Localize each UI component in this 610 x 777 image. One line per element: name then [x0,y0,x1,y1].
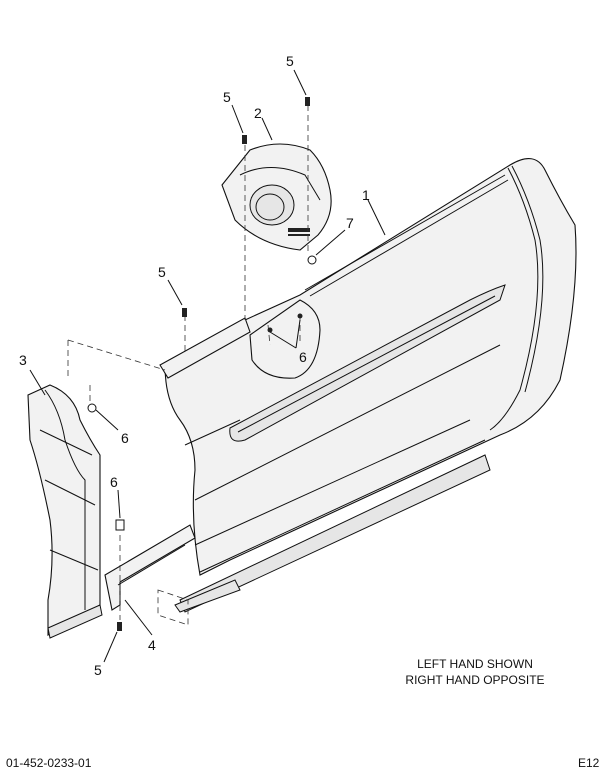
callout-6-lower: 6 [110,474,118,490]
callout-5-top-right: 5 [286,53,294,69]
page-code: E12 [578,756,600,770]
inner-bracket [159,299,321,379]
nut-icon [267,327,273,333]
screw-icon [242,135,247,144]
callout-4: 4 [148,637,156,653]
part-number: 01-452-0233-01 [6,756,92,770]
callout-5-top-left: 5 [223,89,231,105]
mirror-housing [221,143,332,251]
callout-5-bottom: 5 [94,662,102,678]
note-line-2: RIGHT HAND OPPOSITE [405,673,545,687]
pillar-trim [27,384,103,639]
door-panel [164,158,577,613]
callout-7: 7 [346,215,354,231]
nut-icon [297,313,303,319]
callout-5-mid: 5 [158,264,166,280]
lower-rail [104,524,241,613]
leader-lines [29,69,386,663]
clip-icon [307,255,317,265]
callout-3: 3 [19,352,27,368]
nut-icon [87,403,97,413]
callout-labels: 5 5 2 1 7 5 6 3 6 6 4 5 [19,53,370,678]
screw-icon [182,308,187,317]
orientation-note: LEFT HAND SHOWN RIGHT HAND OPPOSITE [385,656,565,688]
fasteners [87,97,317,631]
callout-6-center: 6 [299,349,307,365]
callout-1: 1 [362,187,370,203]
screw-icon [117,622,122,631]
screw-icon [305,97,310,106]
callout-6-left: 6 [121,430,129,446]
callout-2: 2 [254,105,262,121]
note-line-1: LEFT HAND SHOWN [417,657,533,671]
assembly-dash-lines [67,105,309,626]
nut-icon [115,519,125,531]
